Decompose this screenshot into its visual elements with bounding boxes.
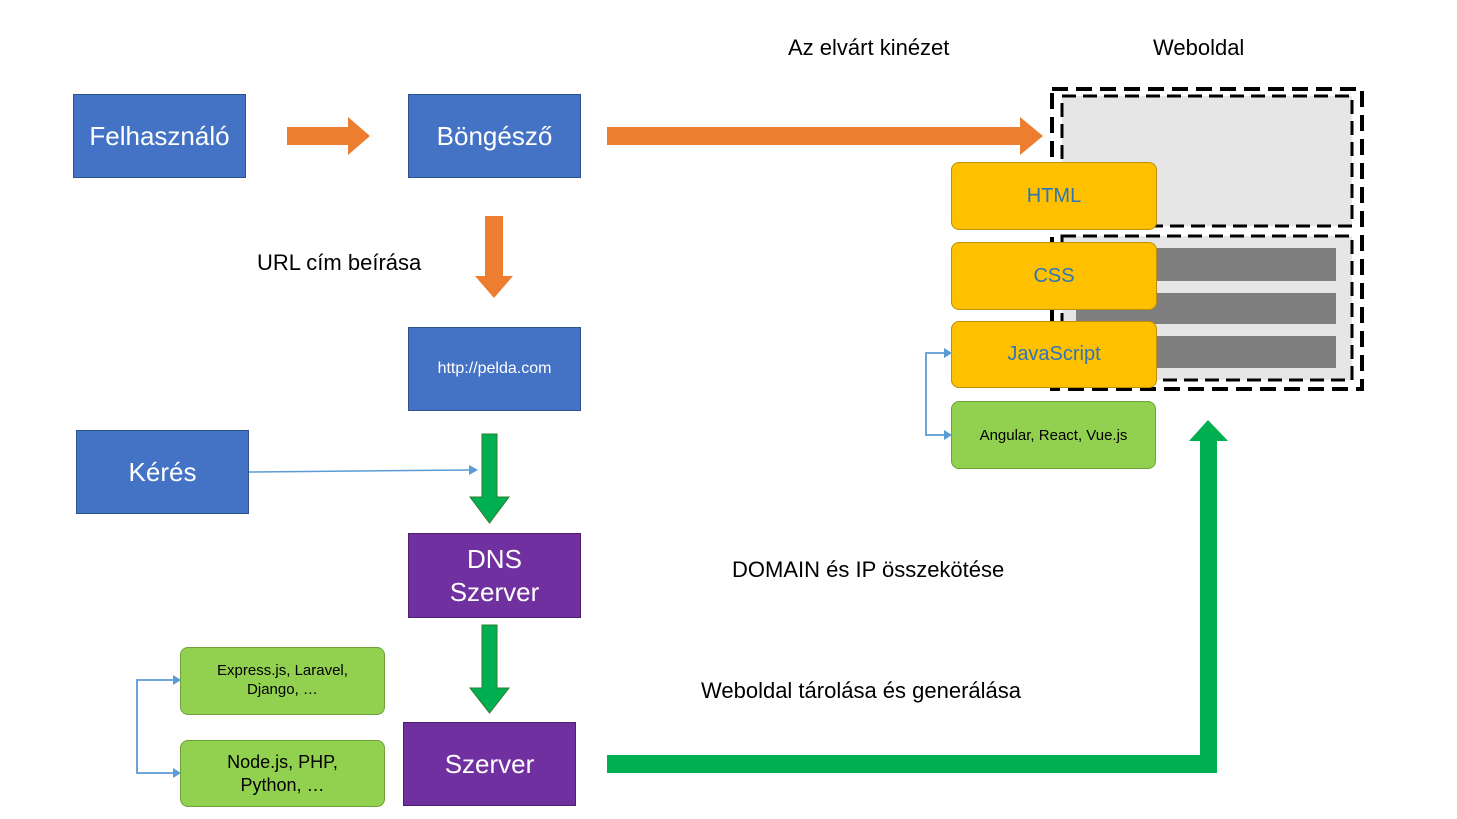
node-browser: Böngésző [408, 94, 581, 178]
node-backend-frameworks: Express.js, Laravel, Django, … [180, 647, 385, 715]
node-css-label: CSS [1033, 264, 1075, 287]
node-frontend-frameworks: Angular, React, Vue.js [951, 401, 1156, 469]
node-request: Kérés [76, 430, 249, 514]
node-user-label: Felhasználó [89, 120, 230, 151]
node-request-label: Kérés [128, 456, 197, 487]
node-css: CSS [951, 242, 1157, 310]
label-storage: Weboldal tárolása és generálása [701, 678, 1022, 703]
node-backend-frameworks-label: Express.js, Laravel, Django, … [217, 662, 348, 698]
node-dns-server: DNS Szerver [408, 533, 581, 618]
node-javascript-label: JavaScript [1007, 343, 1101, 365]
node-url: http://pelda.com [408, 327, 581, 411]
connector-fw-head [944, 430, 952, 440]
node-backend-languages-label: Node.js, PHP, Python, … [227, 752, 338, 795]
node-server-label: Szerver [444, 748, 535, 779]
node-dns-label: DNS Szerver [449, 544, 540, 607]
label-domain-ip: DOMAIN és IP összekötése [732, 557, 1005, 582]
node-user: Felhasználó [73, 94, 246, 178]
connector-js-frameworks [925, 352, 945, 436]
node-url-label: http://pelda.com [437, 360, 552, 377]
connector-request [248, 469, 471, 473]
arrow-dns-to-server [468, 624, 511, 714]
node-browser-label: Böngésző [436, 120, 553, 151]
node-javascript: JavaScript [951, 321, 1157, 388]
arrow-browser-to-webpage [607, 117, 1043, 155]
node-server: Szerver [403, 722, 576, 806]
arrow-user-to-browser [287, 117, 370, 155]
label-webpage: Weboldal [1153, 35, 1245, 60]
node-frontend-frameworks-label: Angular, React, Vue.js [979, 426, 1128, 444]
node-backend-languages: Node.js, PHP, Python, … [180, 740, 385, 807]
node-html-label: HTML [1026, 184, 1082, 207]
node-html: HTML [951, 162, 1157, 230]
connector-backend-head-1 [173, 675, 181, 685]
arrow-browser-to-url [475, 216, 513, 298]
connector-backend [136, 679, 174, 774]
arrow-url-to-dns [469, 433, 510, 524]
connector-backend-head-2 [173, 768, 181, 778]
label-expected-look: Az elvárt kinézet [788, 35, 950, 60]
arrow-server-to-webpage [607, 420, 1228, 773]
connector-js-head [944, 348, 952, 358]
label-url-entry: URL cím beírása [257, 250, 422, 275]
connector-request-head [469, 465, 478, 475]
